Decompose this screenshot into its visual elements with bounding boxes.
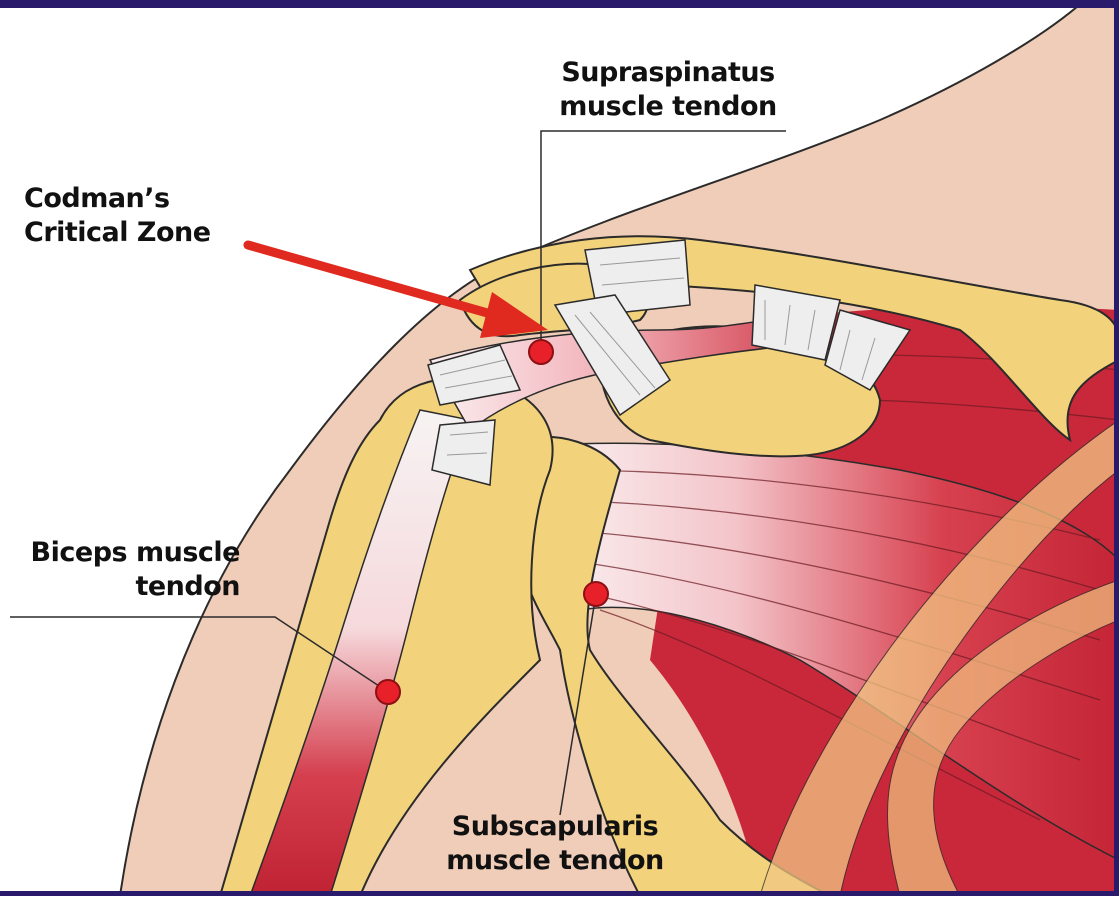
biceps-label-line1: Biceps muscle (4, 536, 240, 570)
supraspinatus-marker (529, 340, 553, 364)
codman-label: Codman’s Critical Zone (24, 182, 264, 250)
codman-label-line2: Critical Zone (24, 216, 264, 250)
biceps-label-line2: tendon (4, 570, 240, 604)
top-frame-bar (0, 0, 1119, 8)
subscapularis-label-line2: muscle tendon (430, 844, 680, 878)
right-frame-bar (1114, 0, 1119, 896)
subscapularis-label: Subscapularis muscle tendon (430, 810, 680, 878)
biceps-label: Biceps muscle tendon (4, 536, 240, 604)
subscapularis-label-line1: Subscapularis (430, 810, 680, 844)
biceps-marker (376, 680, 400, 704)
bottom-frame-bar (0, 891, 1119, 896)
supraspinatus-label-line2: muscle tendon (538, 90, 798, 124)
subscapularis-marker (584, 582, 608, 606)
supraspinatus-label-line1: Supraspinatus (538, 56, 798, 90)
codman-label-line1: Codman’s (24, 182, 264, 216)
supraspinatus-label: Supraspinatus muscle tendon (538, 56, 798, 124)
